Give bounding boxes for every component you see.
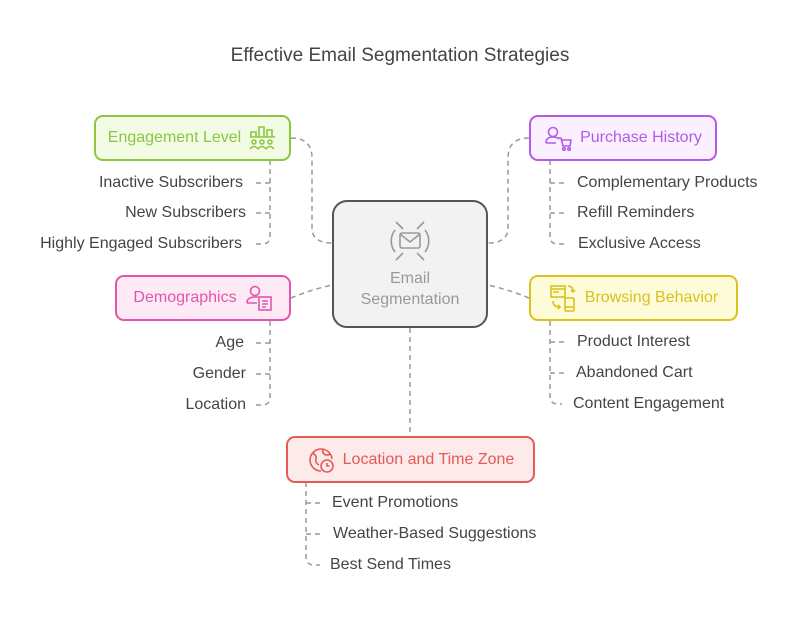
item-content-engagement: Content Engagement	[573, 395, 725, 412]
branch-browsing	[549, 321, 564, 405]
item-exclusive-access: Exclusive Access	[578, 235, 701, 252]
center-node: Email Segmentation	[332, 200, 488, 328]
browser-mobile-sync-icon	[549, 285, 576, 312]
connector-browsing	[487, 284, 530, 299]
item-inactive-subscribers: Inactive Subscribers	[98, 174, 243, 191]
center-label-line2: Segmentation	[360, 291, 460, 308]
branch-demographics	[256, 321, 271, 406]
item-new-subscribers: New Subscribers	[125, 204, 246, 221]
user-cart-icon	[545, 126, 573, 151]
branch-purchase	[549, 160, 564, 245]
item-weather-based-suggestions: Weather-Based Suggestions	[333, 525, 537, 542]
item-abandoned-cart: Abandoned Cart	[576, 364, 693, 381]
center-label-line1: Email	[389, 270, 430, 287]
envelope-target-icon	[390, 221, 430, 261]
branch-engagement	[256, 160, 271, 245]
item-highly-engaged-subscribers: Highly Engaged Subscribers	[40, 235, 242, 252]
item-location: Location	[185, 396, 247, 413]
item-best-send-times: Best Send Times	[330, 556, 451, 573]
node-demographics[interactable]: Demographics	[115, 275, 291, 321]
bar-chart-people-icon	[249, 126, 276, 150]
globe-clock-icon	[308, 447, 334, 473]
item-age: Age	[215, 334, 244, 351]
node-label: Demographics	[133, 289, 237, 306]
node-engagement-level[interactable]: Engagement Level	[94, 115, 291, 161]
node-location-time-zone[interactable]: Location and Time Zone	[286, 436, 535, 483]
user-document-icon	[245, 285, 272, 311]
item-product-interest: Product Interest	[577, 333, 690, 350]
item-gender: Gender	[192, 365, 246, 382]
item-refill-reminders: Refill Reminders	[577, 204, 695, 221]
node-label: Browsing Behavior	[584, 289, 719, 306]
item-complementary-products: Complementary Products	[577, 174, 758, 191]
node-label: Purchase History	[580, 129, 702, 146]
node-browsing-behavior[interactable]: Browsing Behavior	[529, 275, 738, 321]
node-purchase-history[interactable]: Purchase History	[529, 115, 717, 161]
connector-engagement	[290, 137, 333, 244]
branch-location	[305, 482, 320, 566]
node-label: Engagement Level	[107, 129, 242, 146]
diagram-title: Effective Email Segmentation Strategies	[230, 45, 570, 66]
connector-purchase	[487, 137, 530, 244]
connector-demographics	[290, 284, 333, 299]
node-label: Location and Time Zone	[342, 450, 515, 468]
item-event-promotions: Event Promotions	[332, 494, 459, 511]
